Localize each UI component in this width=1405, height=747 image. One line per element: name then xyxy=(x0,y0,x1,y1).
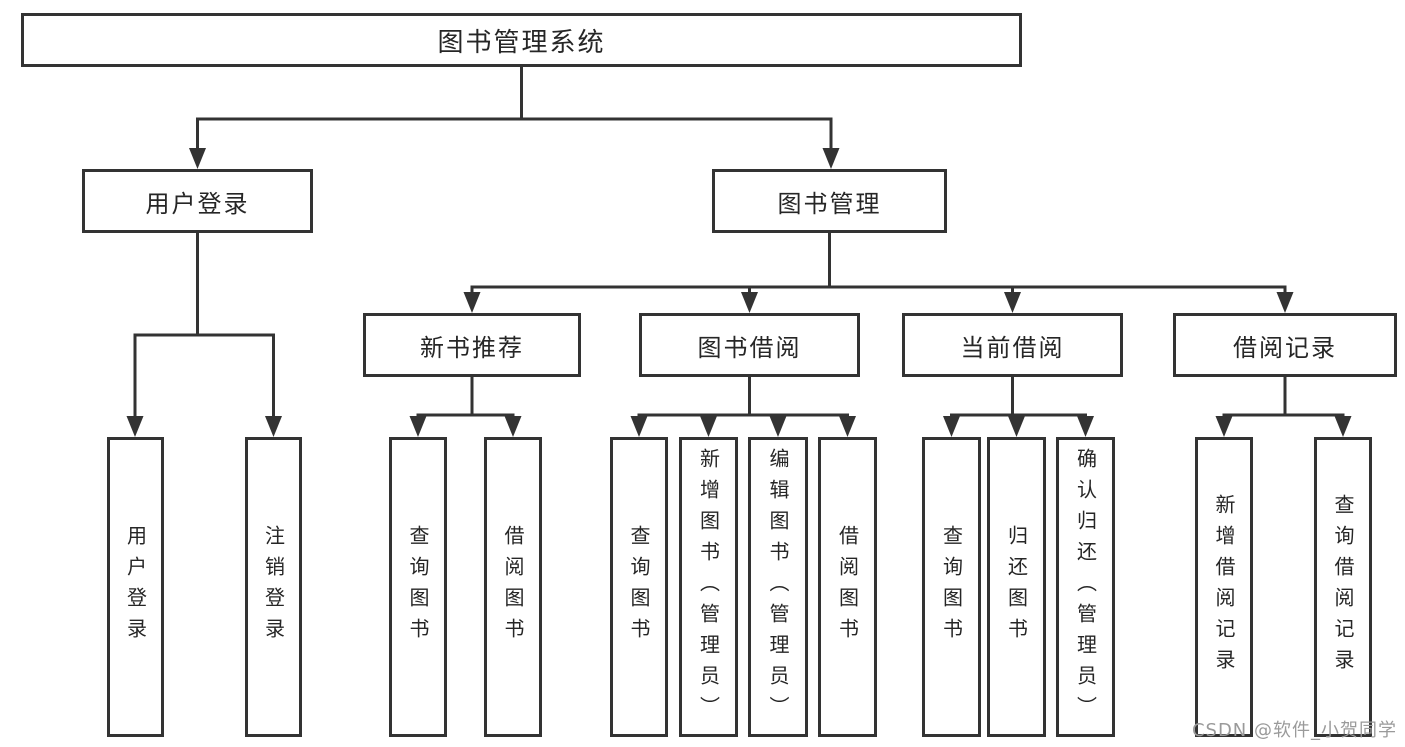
leaf-add-borrow-record: 新增借阅记录 xyxy=(1195,437,1253,737)
node-label: 用户登录 xyxy=(145,189,250,218)
arrow-icon xyxy=(943,416,960,437)
arrowheads xyxy=(126,148,1352,437)
edge-root-to-level2 xyxy=(196,65,833,153)
node-label: 当前借阅 xyxy=(960,333,1065,362)
node-label: 查询借阅记录 xyxy=(1331,494,1355,680)
node-label: 新增图书（管理员） xyxy=(696,447,721,727)
leaf-logout-login: 注销登录 xyxy=(245,437,302,737)
leaf-query-books-current: 查询图书 xyxy=(922,437,981,737)
node-label: 用户登录 xyxy=(123,525,148,649)
node-new-book-recommendation: 新书推荐 xyxy=(363,313,581,377)
leaf-borrow-books-recommend: 借阅图书 xyxy=(484,437,542,737)
leaf-confirm-return-admin: 确认归还（管理员） xyxy=(1056,437,1115,737)
arrow-icon xyxy=(463,292,481,313)
node-label: 借阅记录 xyxy=(1233,333,1337,362)
node-label: 图书管理系统 xyxy=(437,27,606,58)
node-label: 归还图书 xyxy=(1004,525,1029,649)
watermark: CSDN @软件_小贺同学 xyxy=(1191,720,1397,741)
edge-new-book-rec-children xyxy=(416,375,515,421)
node-current-borrowing: 当前借阅 xyxy=(902,313,1123,377)
leaf-user-login: 用户登录 xyxy=(107,437,164,737)
arrow-icon xyxy=(1215,416,1233,437)
arrow-icon xyxy=(1004,292,1021,313)
arrow-icon xyxy=(409,416,427,437)
arrow-icon xyxy=(1334,416,1352,437)
edge-current-borrow-children xyxy=(950,375,1087,421)
edge-book-mgmt-children xyxy=(470,231,1287,297)
node-borrow-records: 借阅记录 xyxy=(1173,313,1397,377)
node-book-management: 图书管理 xyxy=(712,169,947,233)
node-label: 借阅图书 xyxy=(835,525,860,649)
leaf-edit-books-admin: 编辑图书（管理员） xyxy=(748,437,808,737)
arrow-icon xyxy=(769,416,787,437)
node-label: 借阅图书 xyxy=(501,525,525,649)
node-label: 图书借阅 xyxy=(697,333,802,362)
node-label: 图书管理 xyxy=(777,189,882,218)
node-book-borrowing: 图书借阅 xyxy=(639,313,860,377)
edge-borrow-records-children xyxy=(1222,375,1345,421)
node-label: 查询图书 xyxy=(939,525,964,649)
leaf-query-books-recommend: 查询图书 xyxy=(389,437,447,737)
node-label: 新增借阅记录 xyxy=(1212,494,1236,680)
leaf-add-books-admin: 新增图书（管理员） xyxy=(679,437,738,737)
leaf-query-books-borrowing: 查询图书 xyxy=(610,437,668,737)
node-label: 编辑图书（管理员） xyxy=(766,447,790,727)
arrow-icon xyxy=(839,416,856,437)
node-label: 查询图书 xyxy=(406,525,430,649)
edge-book-borrow-children xyxy=(637,375,849,421)
arrow-icon xyxy=(741,292,758,313)
arrow-icon xyxy=(1008,416,1025,437)
node-label: 确认归还（管理员） xyxy=(1073,447,1098,727)
arrow-icon xyxy=(126,416,144,437)
node-label: 查询图书 xyxy=(627,525,651,649)
node-label: 注销登录 xyxy=(261,525,286,649)
leaf-return-books: 归还图书 xyxy=(987,437,1046,737)
arrow-icon xyxy=(504,416,522,437)
arrow-icon xyxy=(700,416,717,437)
edge-user-login-children xyxy=(133,231,275,421)
arrow-icon xyxy=(265,416,282,437)
leaf-query-borrow-record: 查询借阅记录 xyxy=(1314,437,1372,737)
leaf-borrow-books-borrowing: 借阅图书 xyxy=(818,437,877,737)
arrow-icon xyxy=(189,148,206,169)
node-library-management-system: 图书管理系统 xyxy=(21,13,1022,67)
arrow-icon xyxy=(1077,416,1094,437)
arrow-icon xyxy=(822,148,840,169)
node-user-login: 用户登录 xyxy=(82,169,313,233)
node-label: 新书推荐 xyxy=(420,333,524,362)
arrow-icon xyxy=(630,416,648,437)
arrow-icon xyxy=(1276,292,1294,313)
